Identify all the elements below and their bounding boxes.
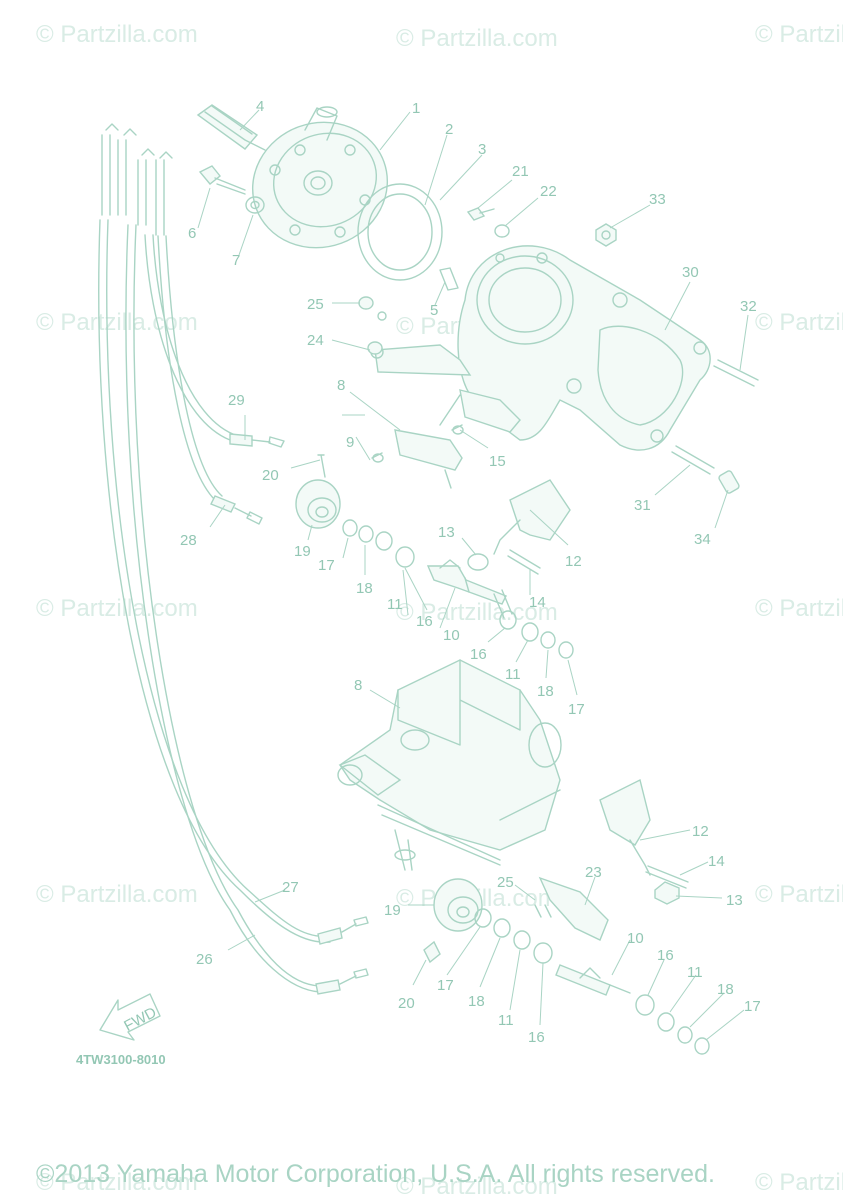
- nuts-washers-top: [439, 207, 617, 291]
- watermark: © Partzilla.com: [36, 881, 198, 908]
- watermark: © Partzilla.com: [36, 595, 198, 622]
- throttle-cables: [98, 123, 369, 995]
- callout-15: 15: [489, 453, 506, 470]
- callout-24: 24: [307, 332, 324, 349]
- watermark: © Partzilla.com: [396, 599, 558, 626]
- callout-29: 29: [228, 392, 245, 409]
- callout-1: 1: [412, 100, 420, 117]
- callout-17d: 17: [437, 977, 454, 994]
- callout-17b: 17: [568, 701, 585, 718]
- callout-21: 21: [512, 163, 529, 180]
- callout-25b: 25: [497, 874, 514, 891]
- leader-lines: [197, 109, 749, 1041]
- callout-16: 16: [416, 613, 433, 630]
- callout-2: 2: [445, 121, 453, 138]
- callout-16d: 16: [528, 1029, 545, 1046]
- callout-31: 31: [634, 497, 651, 514]
- watermark: © Partzilla.com: [36, 1169, 198, 1196]
- callout-16c: 16: [657, 947, 674, 964]
- callout-4: 4: [256, 98, 264, 115]
- callout-7: 7: [232, 252, 240, 269]
- spark-plug: [196, 104, 266, 151]
- callout-13b: 13: [726, 892, 743, 909]
- cylinder-head: [251, 106, 389, 249]
- bolt-6: [198, 165, 265, 214]
- bracket-assembly: [370, 344, 521, 489]
- callout-11: 11: [387, 596, 403, 613]
- watermark: © Partzilla.com: [755, 21, 843, 48]
- fwd-arrow-icon: FWD: [99, 993, 161, 1041]
- callout-8b: 8: [354, 677, 362, 694]
- watermark: © Partzilla.com: [396, 25, 558, 52]
- throttle-body: [337, 659, 562, 871]
- callout-12: 12: [565, 553, 582, 570]
- callout-10: 10: [443, 627, 460, 644]
- callout-27: 27: [282, 879, 299, 896]
- studs: [671, 359, 759, 494]
- watermark: © Partzilla.com: [755, 595, 843, 622]
- callout-12b: 12: [692, 823, 709, 840]
- nuts-left: [358, 296, 387, 355]
- upper-pulley-group: [295, 454, 574, 659]
- callout-26: 26: [196, 951, 213, 968]
- callout-11c: 11: [687, 964, 703, 981]
- head-gaskets: [357, 183, 443, 281]
- callout-32: 32: [740, 298, 757, 315]
- callout-17: 17: [318, 557, 335, 574]
- callout-18d: 18: [468, 993, 485, 1010]
- watermark: © Partzilla.com: [396, 1173, 558, 1200]
- fwd-label: FWD: [121, 1004, 159, 1035]
- watermark: © Partzilla.com: [36, 309, 198, 336]
- callout-19b: 19: [384, 902, 401, 919]
- callout-25: 25: [307, 296, 324, 313]
- callout-13: 13: [438, 524, 455, 541]
- watermark: © Partzilla.com: [755, 1169, 843, 1196]
- watermark: © Partzilla.com: [755, 309, 843, 336]
- callout-8: 8: [337, 377, 345, 394]
- callout-19: 19: [294, 543, 311, 560]
- callout-17c: 17: [744, 998, 761, 1015]
- callout-6: 6: [188, 225, 196, 242]
- callout-18c: 18: [717, 981, 734, 998]
- callout-5: 5: [430, 302, 438, 319]
- callout-23: 23: [585, 864, 602, 881]
- copyright-notice: ©2013 Yamaha Motor Corporation, U.S.A. A…: [36, 1160, 715, 1188]
- callout-10b: 10: [627, 930, 644, 947]
- callout-20b: 20: [398, 995, 415, 1012]
- watermark: © Partzilla.com: [755, 881, 843, 908]
- callout-34: 34: [694, 531, 711, 548]
- callout-14: 14: [529, 594, 546, 611]
- callout-30: 30: [682, 264, 699, 281]
- callout-16b: 16: [470, 646, 487, 663]
- callout-14b: 14: [708, 853, 725, 870]
- callout-3: 3: [478, 141, 486, 158]
- cylinder-block: [457, 245, 711, 451]
- watermark: © Partzilla.com: [36, 21, 198, 48]
- callout-28: 28: [180, 532, 197, 549]
- callout-11d: 11: [498, 1012, 514, 1029]
- callout-33: 33: [649, 191, 666, 208]
- diagram-code: 4TW3100-8010: [76, 1052, 166, 1067]
- watermark-layer: © Partzilla.com © Partzilla.com © Partzi…: [36, 21, 843, 1200]
- callout-labels: 1 2 3 4 5 6 7 8 9 10 11 12 13 14 15 16 1…: [180, 98, 761, 1046]
- callout-9: 9: [346, 434, 354, 451]
- callout-20: 20: [262, 467, 279, 484]
- callout-18b: 18: [537, 683, 554, 700]
- callout-11b: 11: [505, 666, 521, 683]
- callout-22: 22: [540, 183, 557, 200]
- callout-18: 18: [356, 580, 373, 597]
